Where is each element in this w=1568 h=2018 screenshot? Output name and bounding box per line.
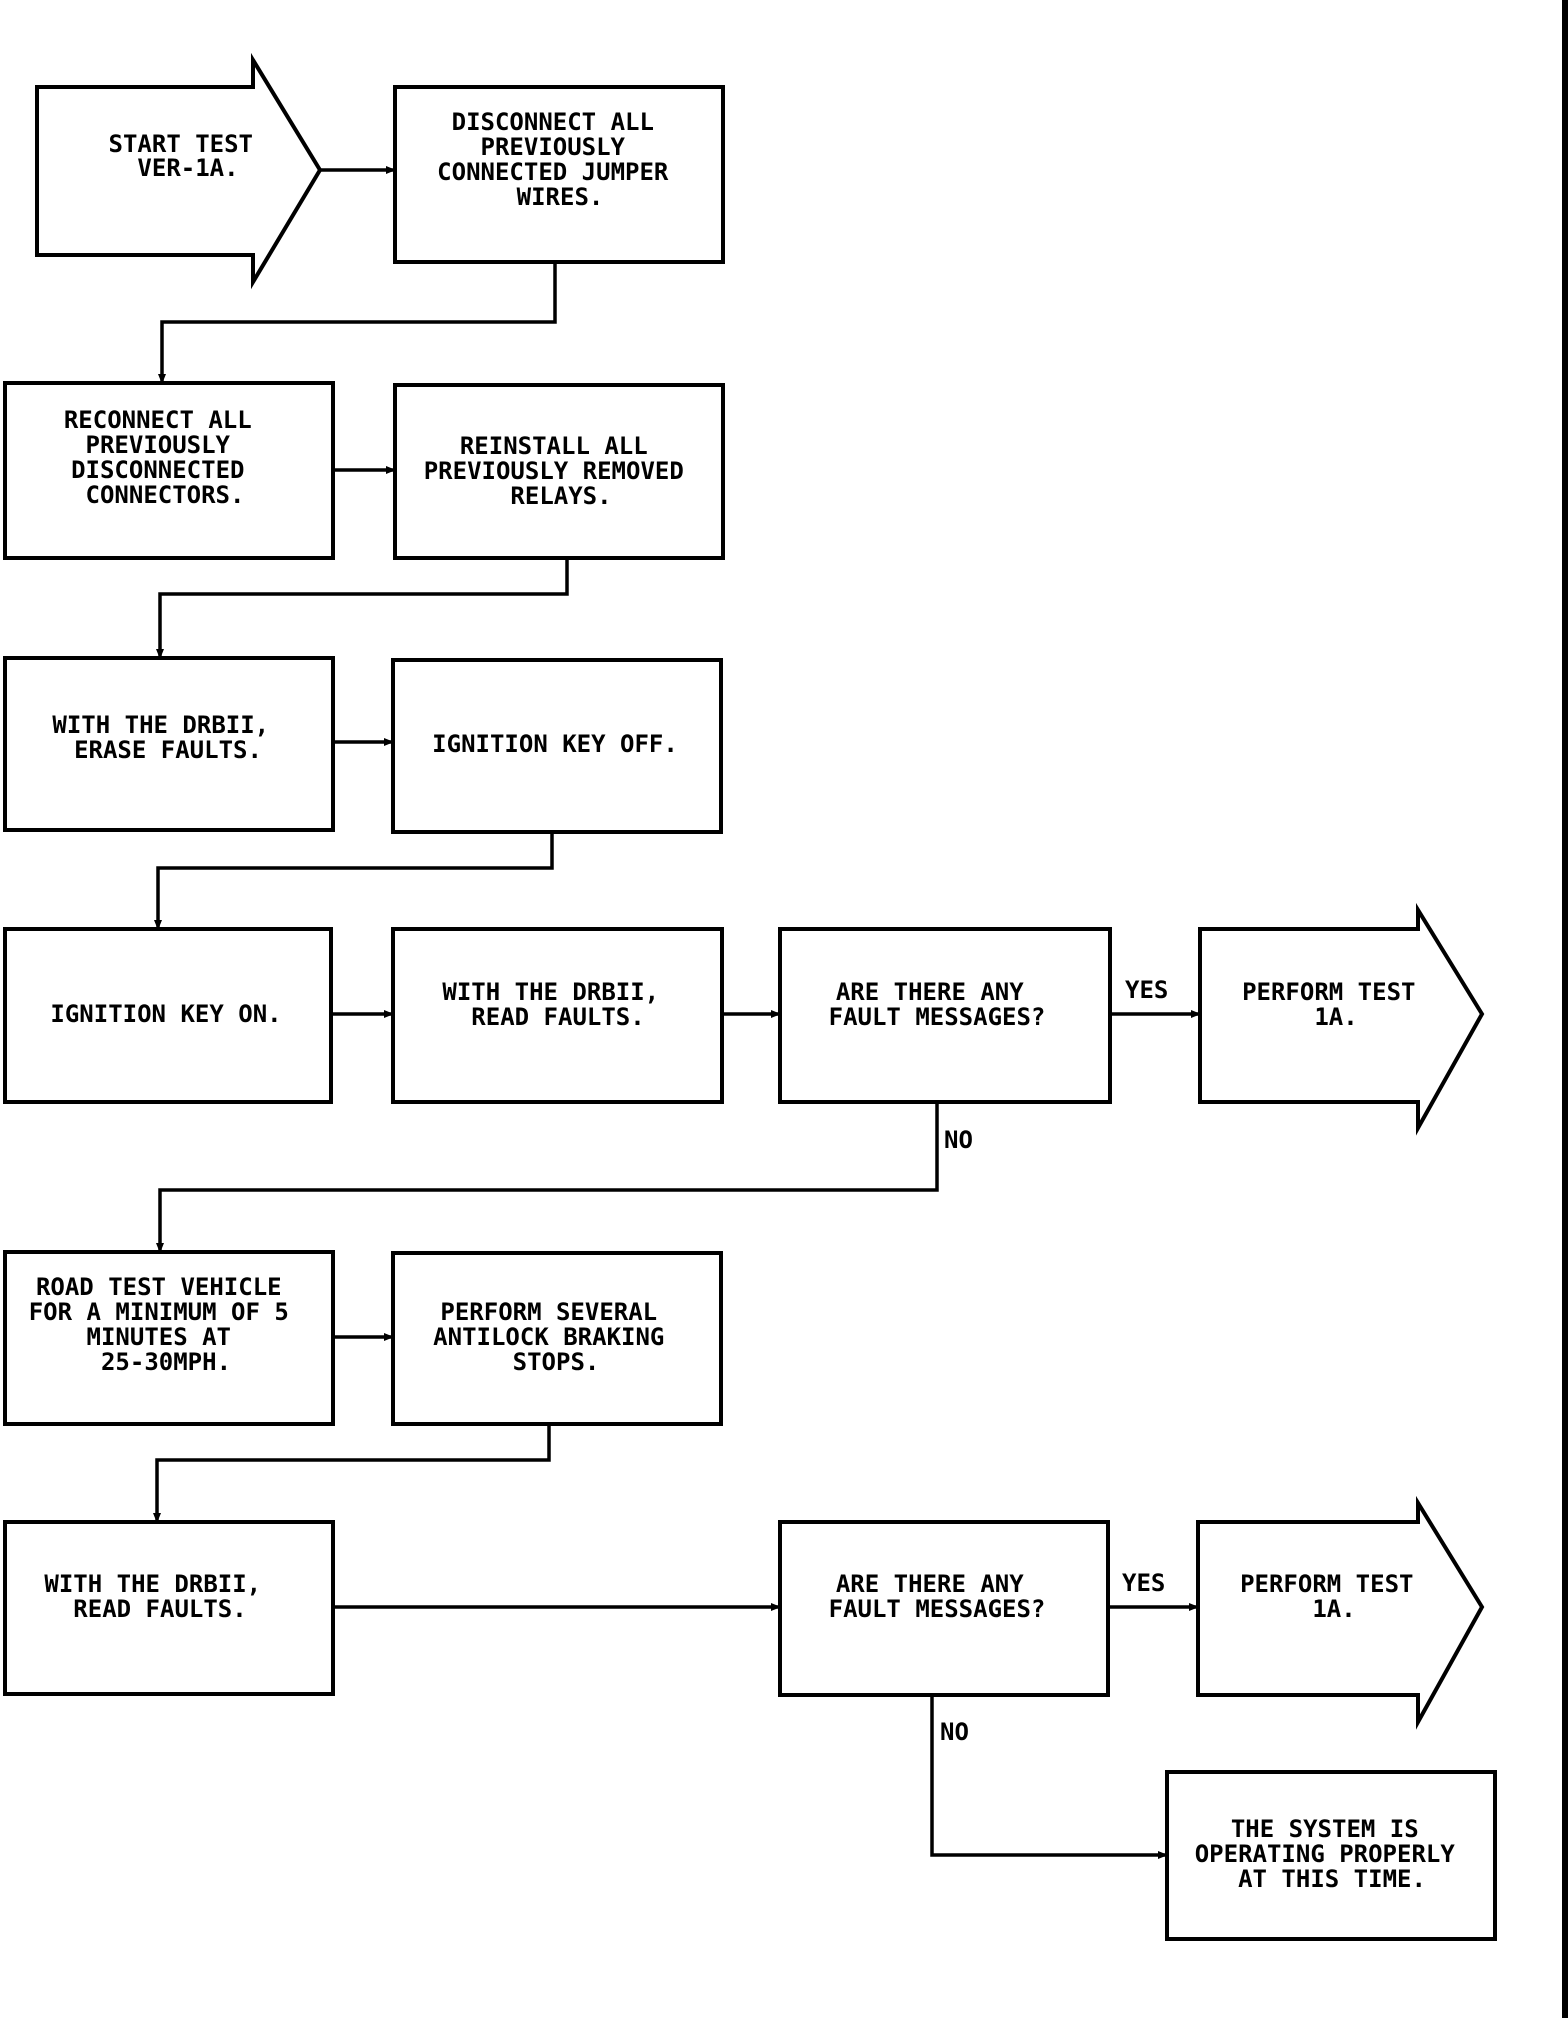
erase-faults-label: WITH THE DRBII, ERASE FAULTS. (52, 711, 283, 764)
disconnect-jumpers-label: DISCONNECT ALL PREVIOUSLY CONNECTED JUMP… (437, 108, 683, 211)
decision-1-label: ARE THERE ANY FAULT MESSAGES? (829, 978, 1046, 1031)
decision-1-no-label: NO (944, 1126, 973, 1154)
node-reconnect-connectors (3, 381, 335, 560)
page-edge-line (1562, 0, 1568, 2018)
perform-test-2-label: PERFORM TEST 1A. (1240, 1570, 1428, 1623)
read-faults-1-label: WITH THE DRBII, READ FAULTS. (442, 978, 673, 1031)
decision-2-yes-label: YES (1122, 1569, 1165, 1597)
node-antilock-stops (391, 1251, 723, 1426)
connector-decision2-no (930, 1695, 1168, 1859)
connector-antilock-to-read2 (153, 1424, 551, 1523)
node-disconnect-jumpers (393, 85, 725, 264)
node-erase-faults (3, 656, 335, 832)
connector-disconnect-to-reconnect (158, 262, 557, 384)
node-read-faults-2 (3, 1520, 335, 1696)
node-road-test (3, 1250, 335, 1426)
node-read-faults-1 (391, 927, 724, 1104)
perform-test-1-label: PERFORM TEST 1A. (1242, 978, 1430, 1031)
node-decision-2 (778, 1520, 1110, 1697)
key-off-label: IGNITION KEY OFF. (432, 730, 678, 758)
node-key-on (3, 927, 333, 1104)
node-perform-test-1 (1198, 902, 1485, 1136)
start-label: START TEST VER-1A. (109, 130, 268, 182)
node-decision-1 (778, 927, 1112, 1104)
node-start (35, 52, 323, 290)
decision-2-label: ARE THERE ANY FAULT MESSAGES? (829, 1570, 1046, 1623)
antilock-stops-label: PERFORM SEVERAL ANTILOCK BRAKING STOPS. (433, 1298, 679, 1376)
decision-2-no-label: NO (940, 1718, 969, 1746)
node-reinstall-relays (393, 383, 725, 560)
connector-keyoff-to-keyon (154, 832, 554, 930)
node-perform-test-2 (1196, 1495, 1485, 1730)
node-operating-properly (1165, 1770, 1497, 1941)
reconnect-connectors-label: RECONNECT ALL PREVIOUSLY DISCONNECTED CO… (64, 406, 266, 509)
decision-1-yes-label: YES (1125, 976, 1168, 1004)
key-on-label: IGNITION KEY ON. (50, 1000, 281, 1028)
road-test-label: ROAD TEST VEHICLE FOR A MINIMUM OF 5 MIN… (29, 1273, 304, 1376)
connector-reinstall-to-erase (156, 558, 569, 659)
node-key-off (391, 658, 723, 834)
connectors (153, 166, 1201, 1859)
start-arrow-shape (35, 52, 323, 290)
reinstall-relays-label: REINSTALL ALL PREVIOUSLY REMOVED RELAYS. (424, 432, 699, 510)
read-faults-2-label: WITH THE DRBII, READ FAULTS. (44, 1570, 275, 1623)
operating-properly-label: THE SYSTEM IS OPERATING PROPERLY AT THIS… (1195, 1815, 1470, 1893)
connector-decision1-no (156, 1102, 939, 1253)
